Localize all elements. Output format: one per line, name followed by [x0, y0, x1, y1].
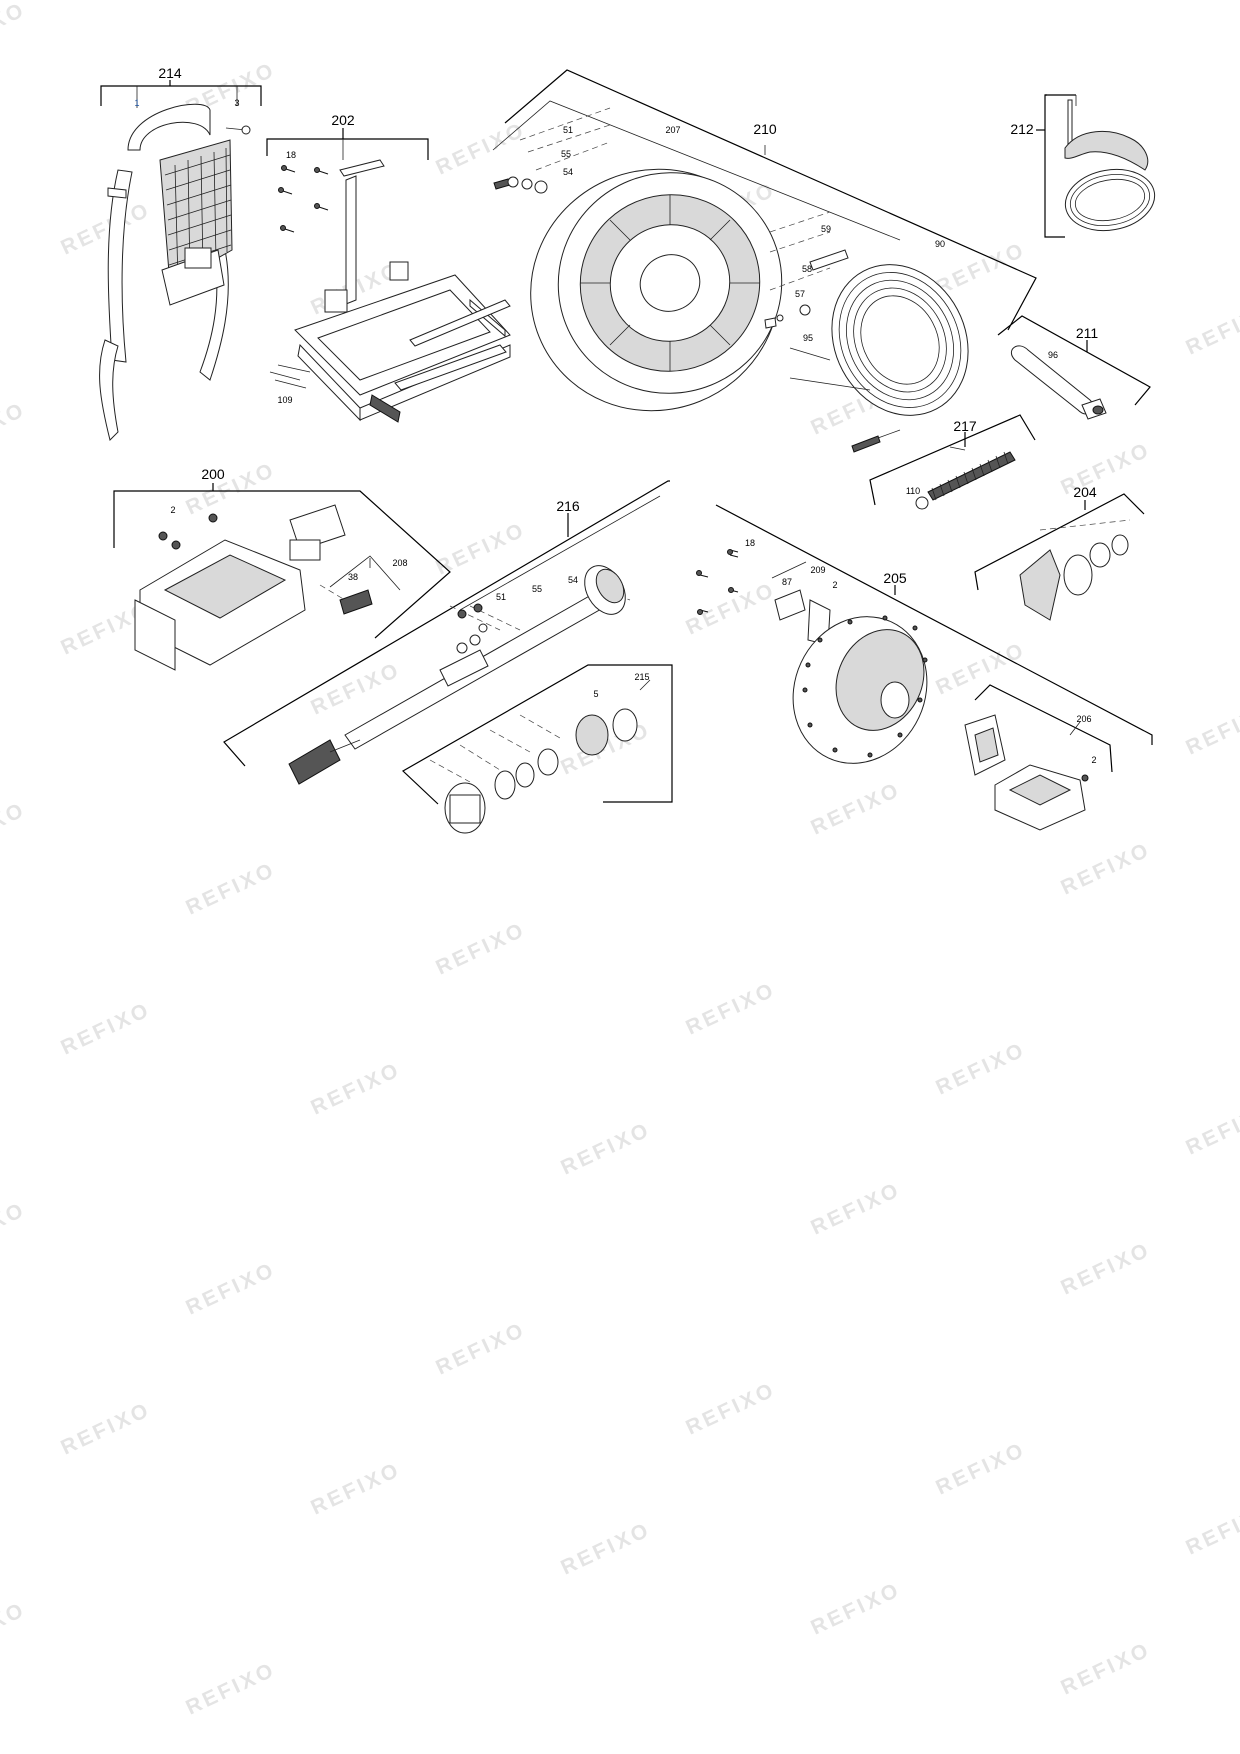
label-part-55: 55: [561, 149, 571, 159]
label-group-202: 202: [331, 112, 355, 128]
label-part-5: 5: [593, 689, 598, 699]
label-group-204: 204: [1073, 484, 1097, 500]
watermark-text: REFIXO: [1182, 1098, 1240, 1159]
label-part-2: 2: [170, 505, 175, 515]
watermark-text: REFIXO: [182, 1658, 279, 1719]
label-part-110: 110: [906, 486, 920, 496]
watermark-text: REFIXO: [182, 458, 279, 519]
watermark-text: REFIXO: [807, 1178, 904, 1239]
part-labels: 214 1 3 202 18 109 210 51 55 54 207 59 5…: [134, 65, 1098, 765]
label-part-95: 95: [803, 333, 813, 343]
label-group-210: 210: [753, 121, 777, 137]
label-part-57: 57: [795, 289, 805, 299]
label-part-2-205: 2: [832, 580, 837, 590]
label-part-38: 38: [348, 572, 358, 582]
watermark-text: REFIXO: [0, 1198, 29, 1259]
label-part-51-216: 51: [496, 592, 506, 602]
label-group-200: 200: [201, 466, 225, 482]
label-part-207: 207: [665, 125, 680, 135]
assembly-211: [997, 315, 1151, 420]
label-part-18-205: 18: [745, 538, 755, 548]
assembly-205: [696, 504, 1153, 764]
assembly-200: [113, 483, 451, 671]
label-part-18: 18: [286, 150, 296, 160]
label-part-59: 59: [821, 224, 831, 234]
label-part-54: 54: [563, 167, 573, 177]
label-part-96: 96: [1048, 350, 1058, 360]
watermark-text: REFIXO: [0, 398, 29, 459]
watermark-text: REFIXO: [932, 638, 1029, 699]
assembly-216: [223, 480, 670, 785]
label-part-55-216: 55: [532, 584, 542, 594]
label-part-2-206: 2: [1091, 755, 1096, 765]
watermark-text: REFIXO: [1057, 838, 1154, 899]
watermark-text: REFIXO: [1057, 438, 1154, 499]
watermark-text: REFIXO: [182, 858, 279, 919]
drum-spokes: [580, 195, 760, 371]
label-group-205: 205: [883, 570, 907, 586]
watermark-text: REFIXO: [557, 1118, 654, 1179]
label-part-58: 58: [802, 264, 812, 274]
watermark-text: REFIXO: [932, 1038, 1029, 1099]
label-part-1: 1: [134, 98, 139, 108]
label-part-90: 90: [935, 239, 945, 249]
watermark-text: REFIXO: [0, 0, 29, 60]
watermark-text: REFIXO: [0, 798, 29, 859]
watermark-text: REFIXO: [807, 1578, 904, 1639]
watermark-text: REFIXO: [432, 118, 529, 179]
watermark-text: REFIXO: [432, 918, 529, 979]
assembly-202: [266, 128, 511, 423]
watermark-text: REFIXO: [1182, 1498, 1240, 1559]
label-group-215: 215: [634, 672, 649, 682]
watermark-text: REFIXO: [57, 998, 154, 1059]
label-group-206: 206: [1076, 714, 1091, 724]
label-part-87: 87: [782, 577, 792, 587]
label-part-51: 51: [563, 125, 573, 135]
watermark-text: REFIXO: [432, 1318, 529, 1379]
mesh-pattern: [164, 147, 232, 283]
label-group-212: 212: [1010, 121, 1034, 137]
watermark-text: REFIXO: [0, 1598, 29, 1659]
watermark-text: REFIXO: [307, 1058, 404, 1119]
assembly-204: [974, 493, 1145, 621]
label-group-217: 217: [953, 418, 977, 434]
bolts-18: [278, 165, 329, 233]
watermark-text: REFIXO: [932, 1438, 1029, 1499]
watermark-text: REFIXO: [1182, 298, 1240, 359]
watermark-text: REFIXO: [1182, 698, 1240, 759]
watermark-text: REFIXO: [57, 198, 154, 259]
assembly-214: [99, 80, 262, 441]
watermark-text: REFIXO: [807, 778, 904, 839]
spring-coil: [931, 451, 1009, 501]
label-part-54-216: 54: [568, 575, 578, 585]
watermark-text: REFIXO: [1057, 1238, 1154, 1299]
label-group-216: 216: [556, 498, 580, 514]
assembly-212: [1036, 94, 1156, 238]
watermark-text: REFIXO: [682, 978, 779, 1039]
label-part-109: 109: [277, 395, 292, 405]
label-group-214: 214: [158, 65, 182, 81]
watermark-text: REFIXO: [182, 1258, 279, 1319]
label-part-3: 3: [234, 98, 239, 108]
assembly-217: [869, 414, 1036, 510]
watermark-text: REFIXO: [432, 518, 529, 579]
label-part-209: 209: [810, 565, 825, 575]
bolts-18-205: [696, 549, 739, 615]
assembly-210: [492, 69, 1037, 453]
watermark-text: REFIXO: [57, 1398, 154, 1459]
assembly-206: [964, 684, 1113, 831]
label-group-211: 211: [1076, 325, 1099, 341]
watermark-text: REFIXO: [682, 1378, 779, 1439]
plate-holes: [802, 615, 928, 758]
label-part-208: 208: [392, 558, 407, 568]
hardware-51-55-54: [493, 176, 548, 194]
watermark-text: REFIXO: [307, 1458, 404, 1519]
watermark-text: REFIXO: [1057, 1638, 1154, 1699]
assembly-215: [401, 664, 673, 834]
watermark-text: REFIXO: [557, 1518, 654, 1579]
